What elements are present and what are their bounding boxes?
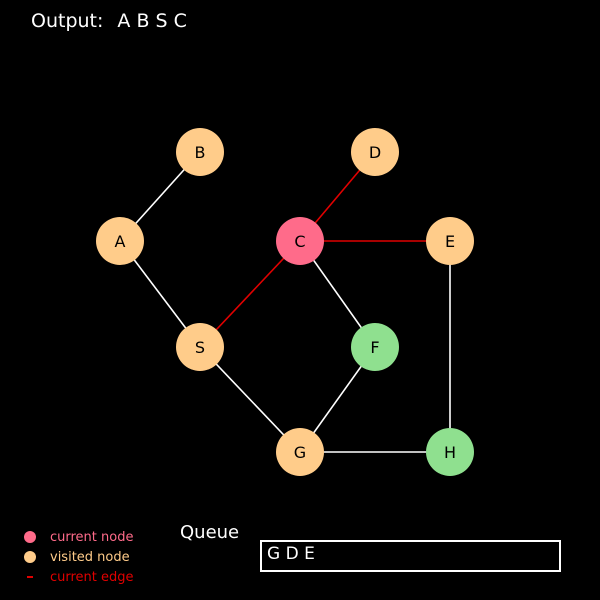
node-label: F [370,338,379,357]
node-h: H [426,428,474,476]
legend-current-edge-label: current edge [50,569,134,585]
node-label: B [195,143,206,162]
node-s: S [176,323,224,371]
node-label: S [195,338,205,357]
node-label: C [294,232,305,251]
node-c: C [276,217,324,265]
node-circle [276,428,324,476]
node-f: F [351,323,399,371]
legend-visited-node-label: visited node [50,549,130,565]
node-circle [351,128,399,176]
current-edge-swatch [27,576,33,578]
node-circle [96,217,144,265]
graph-canvas: A B C D E S F G H [96,128,474,476]
node-label: G [294,443,306,462]
node-circle [176,323,224,371]
node-label: H [444,443,456,462]
legend-current-node-label: current node [50,529,134,545]
queue-items: G D E [267,544,315,564]
output-sequence: A B S C [117,10,187,32]
current-node-swatch [24,531,36,543]
node-d: D [351,128,399,176]
legend-current-edge: current edge [24,567,134,587]
nodes-layer: A B C D E S F G H [96,128,474,476]
output-label: Output: [31,10,104,32]
node-e: E [426,217,474,265]
node-circle [426,217,474,265]
node-b: B [176,128,224,176]
output-line: Output: A B S C [31,10,187,32]
legend-current-node: current node [24,527,134,547]
visited-node-swatch [24,551,36,563]
node-label: E [445,232,455,251]
legend-visited-node: visited node [24,547,134,567]
node-circle [351,323,399,371]
node-a: A [96,217,144,265]
edge-s-c [199,240,301,348]
node-circle [276,217,324,265]
node-label: A [115,232,126,251]
queue-box: G D E [260,540,561,572]
node-circle [176,128,224,176]
edge-s-g [199,346,301,453]
queue-title: Queue [180,522,240,543]
node-circle [426,428,474,476]
legend: current node visited node current edge [24,527,134,587]
node-label: D [369,143,381,162]
node-g: G [276,428,324,476]
edges-layer [119,151,451,453]
